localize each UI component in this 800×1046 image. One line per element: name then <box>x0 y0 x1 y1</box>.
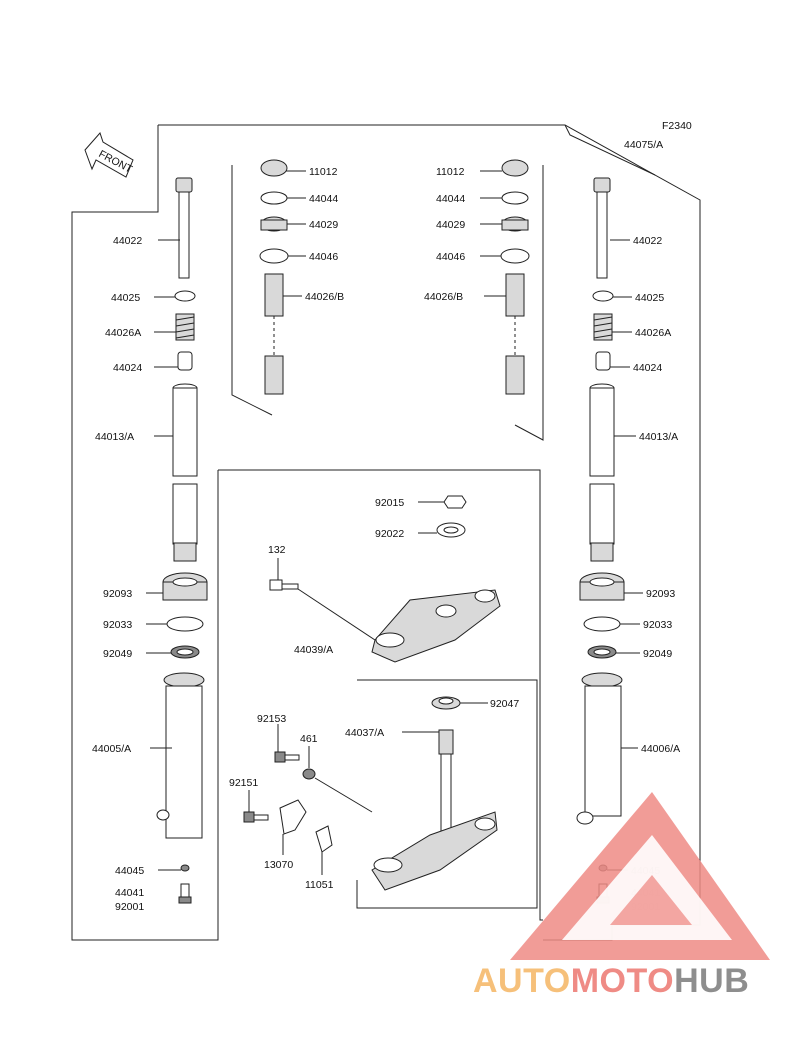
label-44029-right: 44029 <box>436 219 465 231</box>
watermark-triangle-logo <box>510 792 770 960</box>
label-92022: 92022 <box>375 528 404 540</box>
label-44044-left: 44044 <box>309 193 338 205</box>
label-44022-left: 44022 <box>113 235 142 247</box>
label-44039a: 44039/A <box>294 644 333 656</box>
watermark-auto: AUTO <box>473 962 571 1000</box>
label-44025-left: 44025 <box>111 292 140 304</box>
label-44026a-left: 44026A <box>105 327 141 339</box>
stem-subframe <box>356 679 538 909</box>
right-fork-parts <box>576 177 625 904</box>
label-44024-left: 44024 <box>113 362 142 374</box>
label-461: 461 <box>300 733 318 745</box>
label-92049-right: 92049 <box>643 648 672 660</box>
label-44041-left: 44041 <box>115 887 144 899</box>
bracket-left-spring <box>231 165 273 416</box>
label-92033-right: 92033 <box>643 619 672 631</box>
label-13070: 13070 <box>264 859 293 871</box>
label-44013a-right: 44013/A <box>639 431 678 443</box>
label-44026b-left: 44026/B <box>305 291 344 303</box>
outline-inner-left <box>218 469 543 921</box>
label-11012-left: 11012 <box>309 166 338 178</box>
label-92153: 92153 <box>257 713 286 725</box>
label-92033-left: 92033 <box>103 619 132 631</box>
figure-code: F2340 <box>662 120 692 132</box>
steering-stem-group <box>243 696 498 891</box>
label-44046-left: 44046 <box>309 251 338 263</box>
bracket-right-spring <box>514 165 544 441</box>
label-44075a-right: 44075/A <box>624 139 663 151</box>
label-92093-right: 92093 <box>646 588 675 600</box>
watermark-moto: MOTO <box>570 962 675 1000</box>
label-92001-left: 92001 <box>115 901 144 913</box>
leader-lines <box>146 170 643 875</box>
label-44044-right: 44044 <box>436 193 465 205</box>
spring-44026a-right <box>593 313 613 341</box>
label-92015: 92015 <box>375 497 404 509</box>
label-44026b-right: 44026/B <box>424 291 463 303</box>
label-44022-right: 44022 <box>633 235 662 247</box>
label-44026a-right: 44026A <box>635 327 671 339</box>
left-fork-parts <box>156 177 208 904</box>
spring-44026a-left <box>175 313 195 341</box>
label-44045-left: 44045 <box>115 865 144 877</box>
label-11012-right: 11012 <box>436 166 465 178</box>
label-92151: 92151 <box>229 777 258 789</box>
label-44013a-left: 44013/A <box>95 431 134 443</box>
label-132: 132 <box>268 544 286 556</box>
outline-r-corner <box>564 124 656 176</box>
label-92093-left: 92093 <box>103 588 132 600</box>
label-44005a-left: 44005/A <box>92 743 131 755</box>
front-arrow-icon: FRONT <box>84 132 135 178</box>
right-cap-spring-group <box>500 159 530 395</box>
label-44024-right: 44024 <box>633 362 662 374</box>
label-44025-right: 44025 <box>635 292 664 304</box>
label-11051: 11051 <box>305 879 334 891</box>
label-44006a-right: 44006/A <box>641 743 680 755</box>
label-44029-left: 44029 <box>309 219 338 231</box>
label-92047: 92047 <box>490 698 519 710</box>
watermark-hub: HUB <box>674 962 750 1000</box>
outline-frame-left <box>71 125 219 941</box>
label-44037a: 44037/A <box>345 727 384 739</box>
left-cap-spring-group <box>259 159 289 395</box>
label-44046-right: 44046 <box>436 251 465 263</box>
label-92049-left: 92049 <box>103 648 132 660</box>
watermark-text: AUTOMOTOHUB <box>473 962 749 1001</box>
upper-bracket-group <box>269 495 501 663</box>
